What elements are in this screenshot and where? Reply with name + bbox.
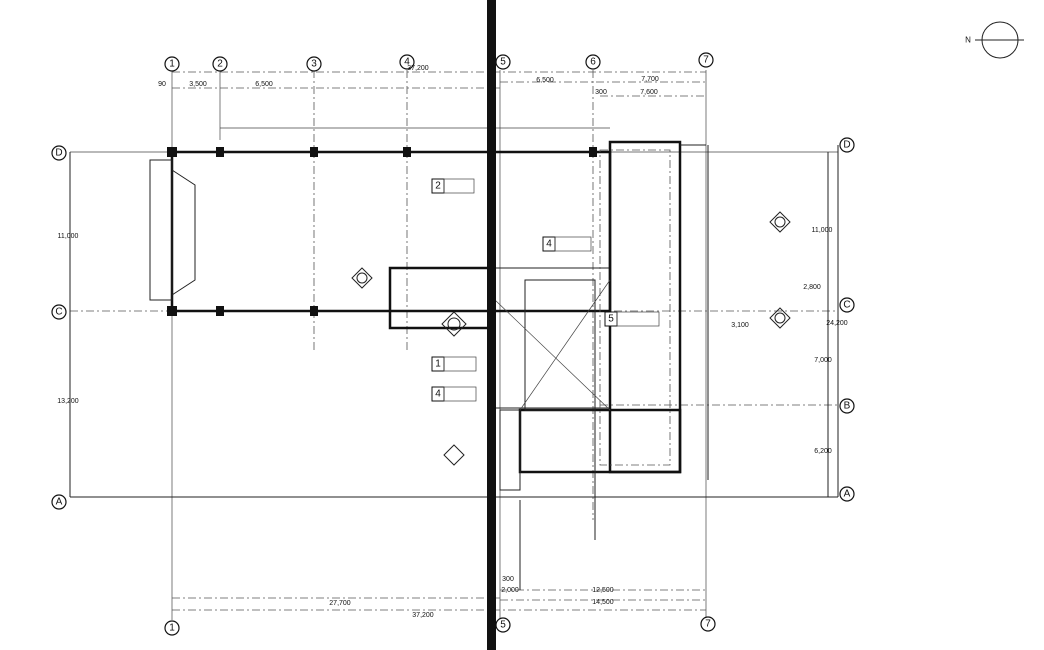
dim-13200: 13,200: [57, 398, 79, 405]
grid-col-1-bottom: 1: [169, 623, 175, 634]
dim-6500a: 6,500: [255, 81, 273, 88]
dimensions-top: 37,200 90 3,500 6,500 6,500 7,700 300 7,…: [158, 65, 659, 96]
dim-7700: 7,700: [641, 76, 659, 83]
grid-bubbles-left: D C A: [51, 145, 67, 510]
north-arrow-icon: N: [965, 21, 1024, 59]
north-label: N: [965, 36, 971, 45]
grid-col-7: 7: [703, 55, 709, 66]
room-tag-4a: 4: [546, 239, 552, 250]
dim-27700: 27,700: [329, 600, 351, 607]
grid-col-7-bottom: 7: [705, 619, 711, 630]
dim-300-top: 300: [595, 89, 607, 96]
dim-3100: 3,100: [731, 322, 749, 329]
grid-row-c: C: [55, 307, 62, 318]
dim-37200-bottom: 37,200: [412, 612, 434, 619]
dimensions-left: 11,000 13,200: [57, 233, 79, 405]
grid-col-1: 1: [169, 59, 175, 70]
room-tag-4b: 4: [435, 389, 441, 400]
structural-columns: [167, 147, 597, 316]
dim-7600: 7,600: [640, 89, 658, 96]
dim-11000-right: 11,000: [812, 227, 833, 234]
dim-2800: 2,800: [803, 284, 821, 291]
dim-11000-left: 11,000: [58, 233, 79, 240]
grid-row-d-right: D: [843, 140, 850, 151]
grid-bubbles-right: D C B A: [839, 137, 855, 502]
dim-2000: 2,000: [501, 587, 519, 594]
dim-14500: 14,500: [592, 599, 614, 606]
room-tag-1: 1: [435, 359, 441, 370]
dim-90: 90: [158, 81, 166, 88]
grid-bubbles-bottom: 1 5 7: [164, 616, 716, 636]
dim-7000: 7,000: [814, 357, 832, 364]
grid-row-a-right: A: [844, 489, 851, 500]
scan-fold-band: [487, 0, 496, 650]
grid-col-2: 2: [217, 59, 223, 70]
dim-6500b: 6,500: [536, 77, 554, 84]
grid-row-d: D: [55, 148, 62, 159]
grid-col-5: 5: [500, 57, 506, 68]
grid-row-c-right: C: [843, 300, 850, 311]
building-walls: [149, 140, 709, 540]
section-marker-icons: [351, 211, 791, 466]
grid-col-3: 3: [311, 59, 317, 70]
grid-lines: [69, 70, 839, 620]
dim-24200: 24,200: [826, 320, 848, 327]
room-tag-5: 5: [608, 314, 614, 325]
grid-col-5-bottom: 5: [500, 620, 506, 631]
room-tags: 2 4 1 4 5: [431, 178, 660, 402]
grid-row-a: A: [56, 497, 63, 508]
dim-12500: 12,500: [592, 587, 614, 594]
dim-overall-top: 37,200: [407, 65, 429, 72]
dimensions-bottom: 27,700 37,200 12,500 14,500 300 2,000: [329, 576, 614, 619]
dim-6200: 6,200: [814, 448, 832, 455]
room-tag-2: 2: [435, 181, 441, 192]
grid-bubbles-top: 1 2 3 4 5 6 7: [164, 52, 714, 72]
grid-row-b-right: B: [844, 401, 851, 412]
dim-3500: 3,500: [189, 81, 207, 88]
dim-300-bottom: 300: [502, 576, 514, 583]
grid-col-6: 6: [590, 57, 596, 68]
dimensions-right: 11,000 24,200 2,800 3,100 7,000 6,200: [731, 227, 848, 455]
grid-col-4: 4: [404, 57, 410, 68]
